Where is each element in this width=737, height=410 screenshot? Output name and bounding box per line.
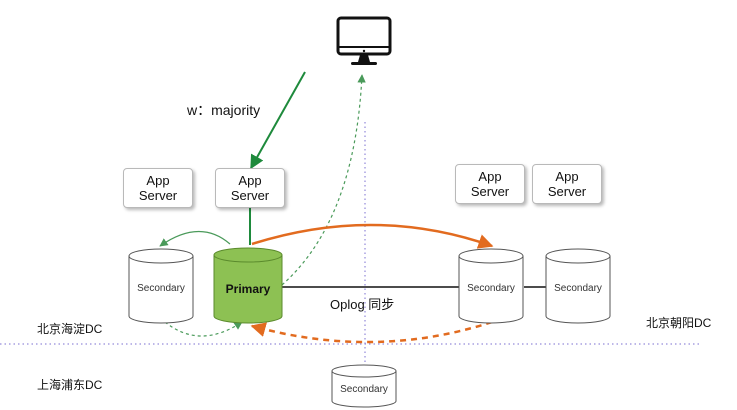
app-server-line1: App	[555, 169, 579, 184]
haidian-secondary-label: Secondary	[137, 283, 185, 294]
app-server-line2: Server	[547, 184, 587, 199]
app-server-haidian-2: App Server	[215, 168, 285, 208]
app-server-chaoyang-1: App Server	[455, 164, 525, 204]
dc-label-haidian: 北京海淀DC	[37, 322, 103, 336]
dashed-response-to-client	[281, 74, 366, 286]
pudong-secondary-node	[331, 364, 397, 408]
oplog-ack-arrow	[250, 320, 493, 344]
app-server-line2: Server	[138, 188, 178, 203]
dc-label-chaoyang: 北京朝阳DC	[646, 316, 712, 330]
app-server-line1: App	[238, 173, 262, 188]
chaoyang-secondary-node-1	[458, 248, 524, 324]
replication-arrow-haidian	[159, 230, 231, 247]
app-server-line1: App	[146, 173, 170, 188]
app-server-line2: Server	[230, 188, 270, 203]
app-server-haidian-1: App Server	[123, 168, 193, 208]
app-server-chaoyang-2: App Server	[532, 164, 602, 204]
app-server-line1: App	[478, 169, 502, 184]
haidian-secondary-node	[128, 248, 194, 324]
write-concern-label: w：majority	[187, 102, 261, 118]
dashed-ack-haidian	[164, 321, 243, 337]
oplog-sync-label: Oplog 同步	[330, 297, 395, 312]
primary-label: Primary	[225, 282, 271, 296]
dc-label-pudong: 上海浦东DC	[37, 378, 103, 392]
client-monitor-icon	[336, 16, 392, 65]
oplog-arrow-to-chaoyang	[251, 223, 494, 249]
primary-node	[213, 247, 283, 324]
pudong-secondary-label: Secondary	[340, 384, 388, 395]
chaoyang-secondary-1-label: Secondary	[467, 283, 515, 294]
app-server-line2: Server	[470, 184, 510, 199]
chaoyang-secondary-node-2	[545, 248, 611, 324]
chaoyang-secondary-2-label: Secondary	[554, 283, 602, 294]
write-arrow	[250, 71, 306, 170]
